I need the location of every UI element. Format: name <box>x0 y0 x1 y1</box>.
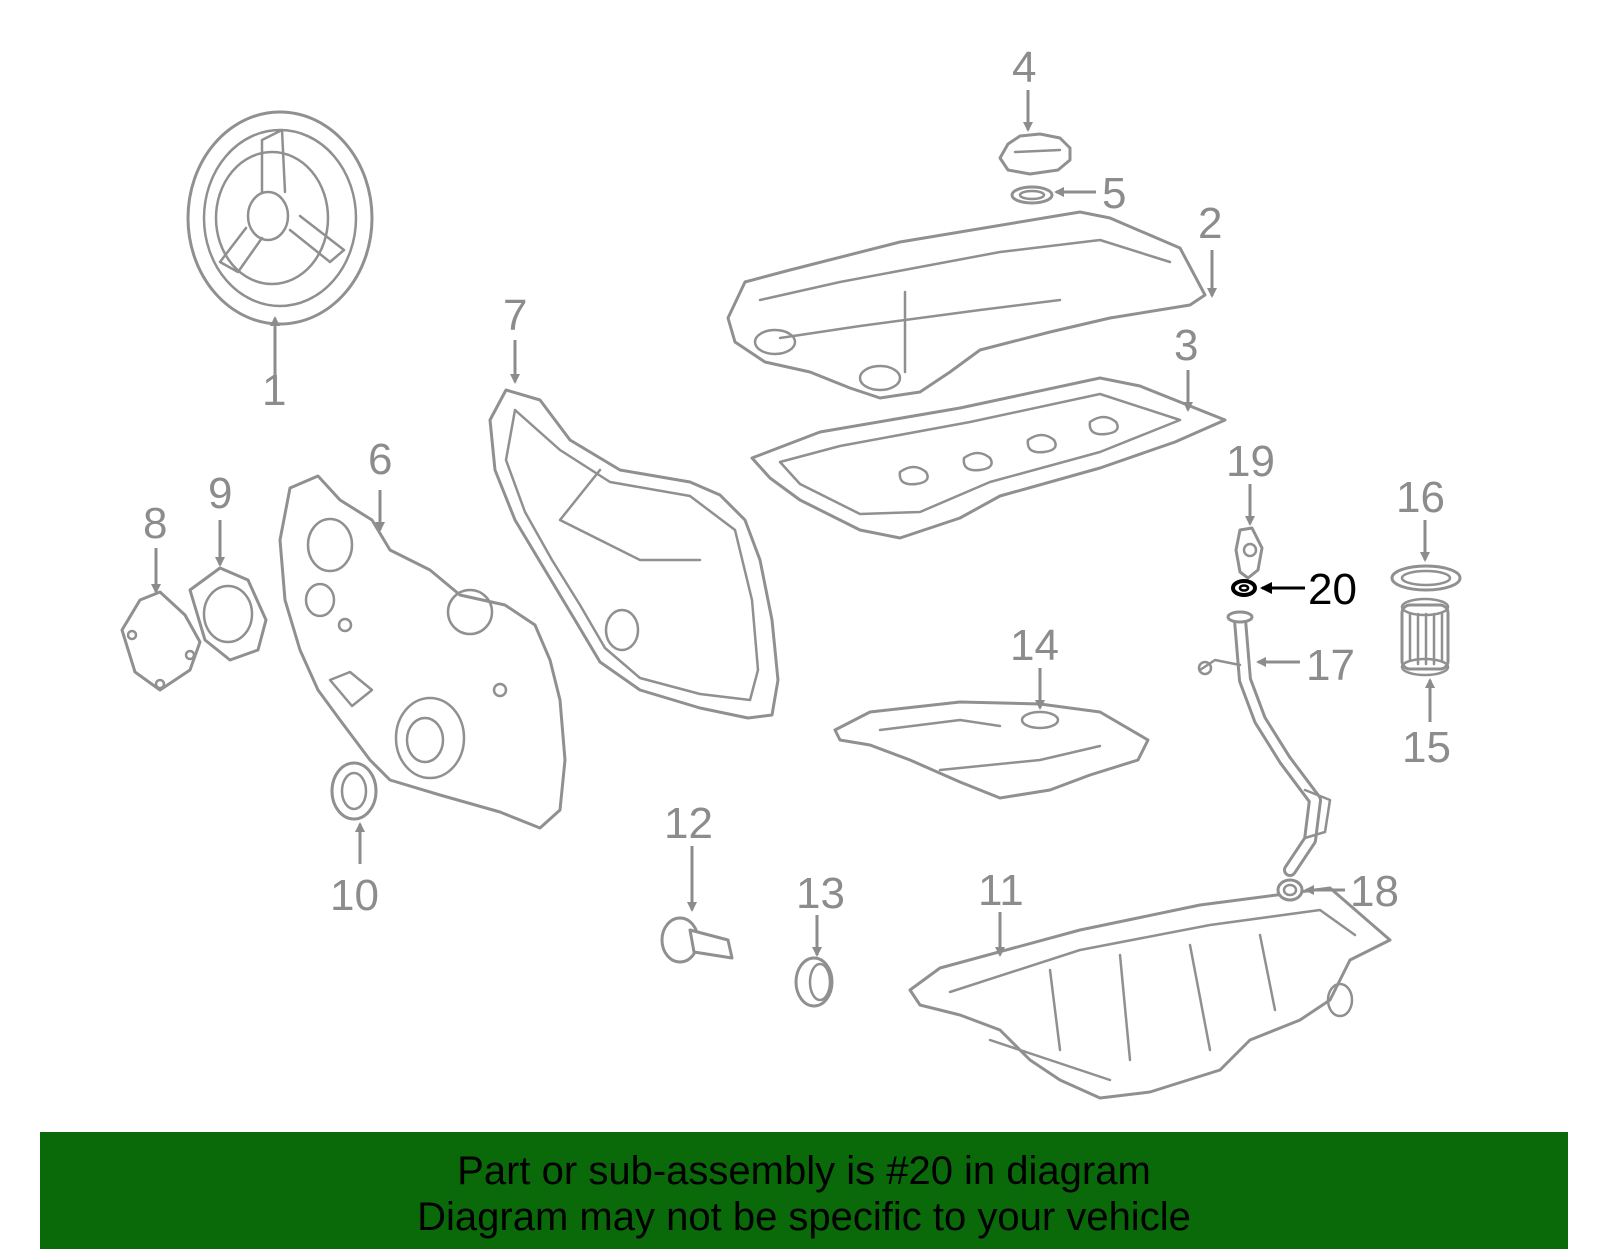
callout-1: 1 <box>262 366 286 415</box>
callout-5: 5 <box>1102 169 1126 218</box>
part-19-pressure-sender <box>1234 526 1264 580</box>
part-9-cover-gasket <box>188 566 268 662</box>
callout-15: 15 <box>1402 723 1451 772</box>
callout-7: 7 <box>503 291 527 340</box>
callout-11: 11 <box>978 866 1024 915</box>
part-12-drain-plug <box>660 916 734 964</box>
part-15-oil-filter <box>1400 597 1450 677</box>
part-5-cap-seal <box>1010 185 1054 205</box>
callout-13: 13 <box>796 869 845 918</box>
callout-3: 3 <box>1174 321 1198 370</box>
callout-17: 17 <box>1306 641 1355 690</box>
info-banner: Part or sub-assembly is #20 in diagram D… <box>40 1132 1568 1249</box>
banner-line-1: Part or sub-assembly is #20 in diagram <box>457 1149 1151 1193</box>
callout-2: 2 <box>1198 199 1222 248</box>
part-14-baffle <box>833 700 1150 800</box>
callout-12: 12 <box>664 799 713 848</box>
part-7-timing-gasket <box>488 388 780 720</box>
part-20-seal <box>1231 579 1257 597</box>
part-3-valve-cover-gasket <box>750 376 1227 540</box>
part-18-tube-seal <box>1276 878 1304 902</box>
part-13-plug <box>794 956 834 1008</box>
part-6-timing-cover <box>278 474 567 830</box>
part-4-oil-filler-cap <box>998 132 1072 176</box>
callout-16: 16 <box>1396 473 1445 522</box>
part-2-valve-cover <box>726 210 1207 400</box>
callout-18: 18 <box>1350 867 1399 916</box>
callout-9: 9 <box>208 469 232 518</box>
callout-14: 14 <box>1010 621 1059 670</box>
part-8-cover-plate <box>120 590 202 692</box>
part-10-front-seal <box>330 761 378 821</box>
callout-19: 19 <box>1226 437 1275 486</box>
part-1-crank-pulley <box>186 110 374 326</box>
callout-8: 8 <box>143 499 167 548</box>
callout-10: 10 <box>330 871 379 920</box>
banner-line-2: Diagram may not be specific to your vehi… <box>417 1195 1191 1239</box>
callout-4: 4 <box>1012 43 1036 92</box>
part-16-filter-seal <box>1390 564 1462 592</box>
callout-20: 20 <box>1308 565 1357 614</box>
part-11-oil-pan <box>908 886 1392 1100</box>
part-17-pickup-tube <box>1197 610 1332 877</box>
callout-6: 6 <box>368 435 392 484</box>
